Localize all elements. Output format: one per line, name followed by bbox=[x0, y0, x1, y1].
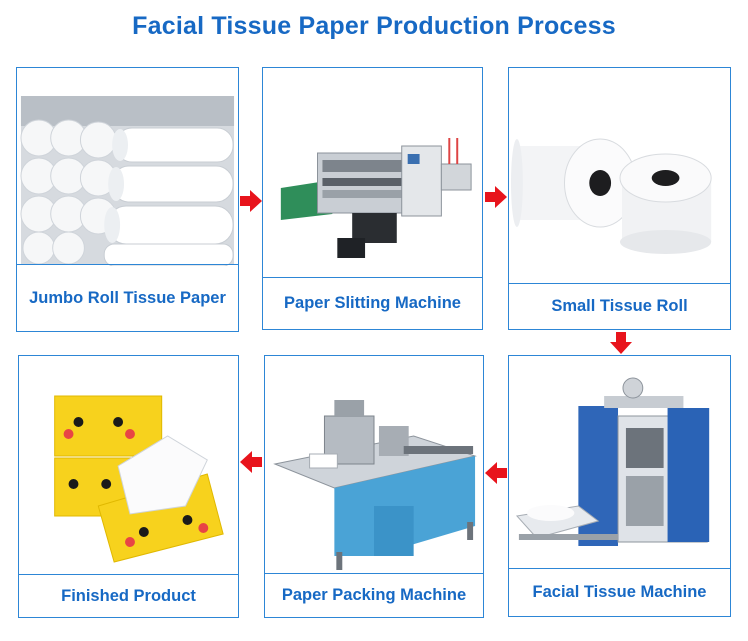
step-slitting-machine: Paper Slitting Machine bbox=[262, 67, 483, 330]
step-paper-packing-machine: Paper Packing Machine bbox=[264, 355, 484, 618]
slitting-machine-image bbox=[263, 68, 482, 279]
small-tissue-roll-image bbox=[509, 68, 730, 285]
facial-tissue-machine-image bbox=[509, 356, 730, 570]
arrow-step1-to-step2 bbox=[240, 190, 262, 212]
step-label: Paper Packing Machine bbox=[265, 573, 483, 617]
step-label: Facial Tissue Machine bbox=[509, 568, 730, 616]
step-label: Finished Product bbox=[19, 574, 238, 617]
step-label: Paper Slitting Machine bbox=[263, 277, 482, 329]
step-jumbo-roll: Jumbo Roll Tissue Paper bbox=[16, 67, 239, 332]
step-label: Jumbo Roll Tissue Paper bbox=[17, 264, 238, 331]
red-arrow-icon bbox=[485, 462, 507, 484]
step-small-tissue-roll: Small Tissue Roll bbox=[508, 67, 731, 330]
arrow-step3-to-step4 bbox=[610, 332, 632, 354]
red-arrow-icon bbox=[485, 186, 507, 208]
arrow-step2-to-step3 bbox=[485, 186, 507, 208]
red-arrow-icon bbox=[240, 190, 262, 212]
step-facial-tissue-machine: Facial Tissue Machine bbox=[508, 355, 731, 617]
paper-packing-machine-image bbox=[265, 356, 483, 574]
jumbo-roll-image bbox=[17, 68, 238, 266]
finished-product-image bbox=[19, 356, 238, 576]
arrow-step5-to-step6 bbox=[240, 451, 262, 473]
step-finished-product: Finished Product bbox=[18, 355, 239, 618]
red-arrow-icon bbox=[610, 332, 632, 354]
step-label: Small Tissue Roll bbox=[509, 283, 730, 329]
arrow-step4-to-step5 bbox=[485, 462, 507, 484]
red-arrow-icon bbox=[240, 451, 262, 473]
page-title: Facial Tissue Paper Production Process bbox=[132, 12, 616, 40]
